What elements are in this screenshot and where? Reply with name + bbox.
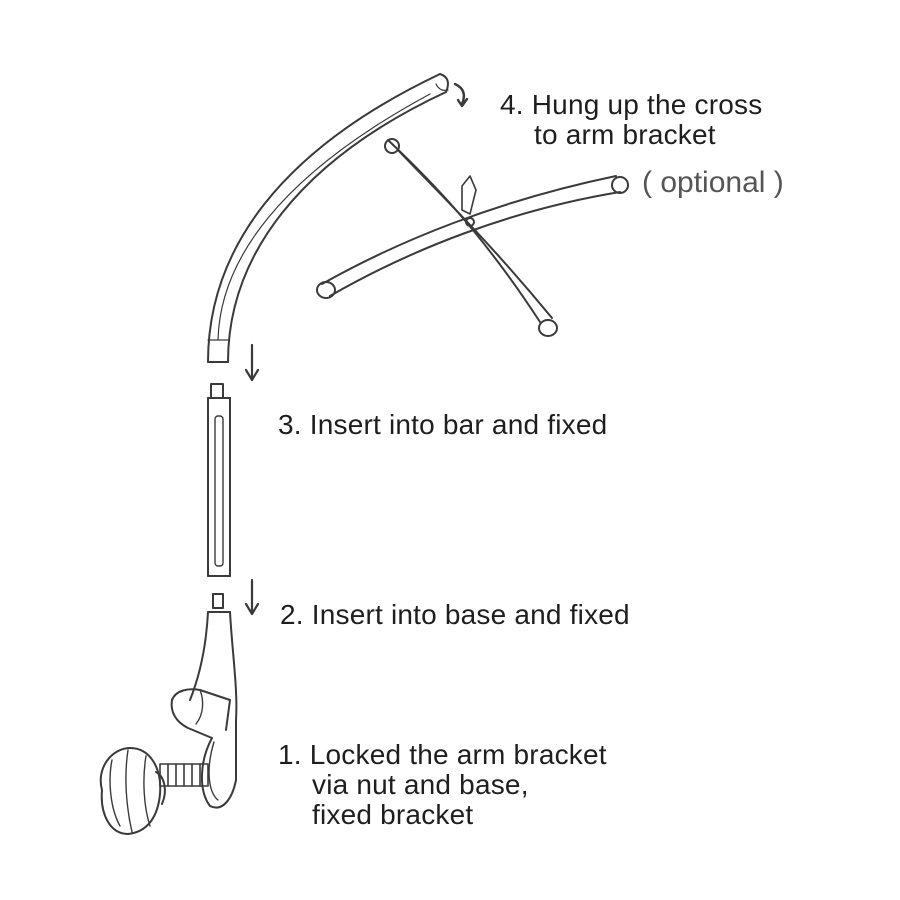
step-number: 1. — [278, 739, 302, 770]
nut-icon — [99, 747, 166, 835]
step-text: via nut and base, — [312, 769, 529, 800]
cross-hanger-icon — [316, 138, 629, 337]
step-text: Hung up the cross — [531, 89, 763, 120]
step-number: 3. — [278, 409, 302, 440]
down-arrow-icon — [244, 578, 260, 616]
step-number: 2. — [280, 599, 304, 630]
step-text: Locked the arm bracket — [309, 739, 607, 770]
hook-arrow-icon — [453, 82, 469, 108]
base-clamp-icon — [170, 593, 238, 809]
bolt-icon — [159, 763, 209, 787]
step-text: Insert into bar and fixed — [309, 409, 608, 440]
step-1-label: 1. Locked the arm bracket via nut and ba… — [278, 740, 607, 830]
step-4-label: 4. Hung up the cross to arm bracket — [500, 90, 762, 150]
step-text: fixed bracket — [312, 799, 474, 830]
step-3-label: 3. Insert into bar and fixed — [278, 410, 607, 440]
optional-note: ( optional ) — [642, 166, 784, 199]
straight-bar-icon — [207, 383, 231, 577]
down-arrow-icon — [244, 343, 260, 382]
step-text: to arm bracket — [534, 119, 716, 150]
curved-arm-icon — [207, 73, 449, 363]
step-2-label: 2. Insert into base and fixed — [280, 600, 630, 630]
step-number: 4. — [500, 89, 524, 120]
step-text: Insert into base and fixed — [311, 599, 630, 630]
